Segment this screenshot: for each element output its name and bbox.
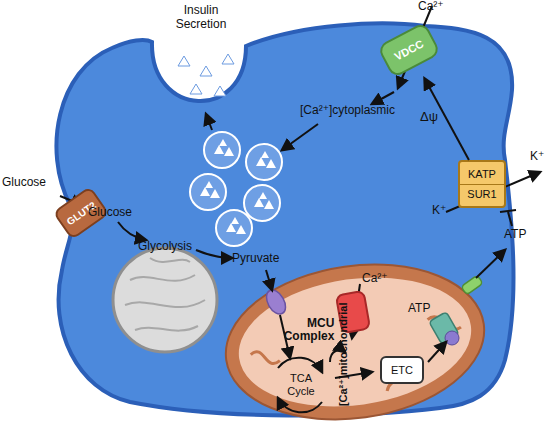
molecule-label: Glucose — [2, 176, 58, 190]
signal-arrow — [425, 79, 469, 160]
molecule-label: Glucose — [88, 206, 144, 220]
etc-box: ETC — [380, 356, 424, 384]
concentration-label: [Ca²⁺]cytoplasmic — [300, 104, 430, 118]
node-text: MCU Complex — [272, 317, 334, 343]
process-label: TCA Cycle — [282, 372, 320, 397]
nucleus — [113, 248, 217, 352]
molecule-label: Pyruvate — [232, 252, 292, 266]
calcium-channel: VDCC — [377, 21, 442, 78]
katp-channel: KATP SUR1 — [458, 160, 506, 208]
node-text: ETC — [391, 364, 413, 376]
insulin-granule — [200, 139, 276, 234]
node-text: KATP — [460, 168, 504, 184]
process-label: Glycolysis — [138, 240, 208, 254]
process-label: Insulin Secretion — [170, 4, 232, 32]
ion-label: K⁺ — [530, 150, 550, 164]
flow-arrow — [60, 6, 540, 378]
node-text: SUR1 — [467, 188, 496, 200]
pyruvate-carrier — [263, 287, 290, 318]
mitochondrion — [216, 249, 495, 432]
ion-label: K⁺ — [432, 204, 452, 218]
concentration-label: [Ca²⁺]mitochondrial — [337, 296, 350, 412]
molecule-label: ATP — [504, 228, 538, 242]
ion-label: Ca²⁺ — [362, 272, 396, 286]
node-text: VDCC — [392, 37, 425, 62]
molecule-label: ATP — [408, 302, 442, 316]
tca-cycle-arrows — [278, 358, 322, 413]
insulin-vesicle — [190, 132, 282, 246]
inhibition-line — [500, 210, 516, 226]
secreted-insulin — [178, 54, 234, 96]
ion-label: Ca²⁺ — [418, 0, 458, 14]
atp-synthase — [429, 275, 483, 345]
